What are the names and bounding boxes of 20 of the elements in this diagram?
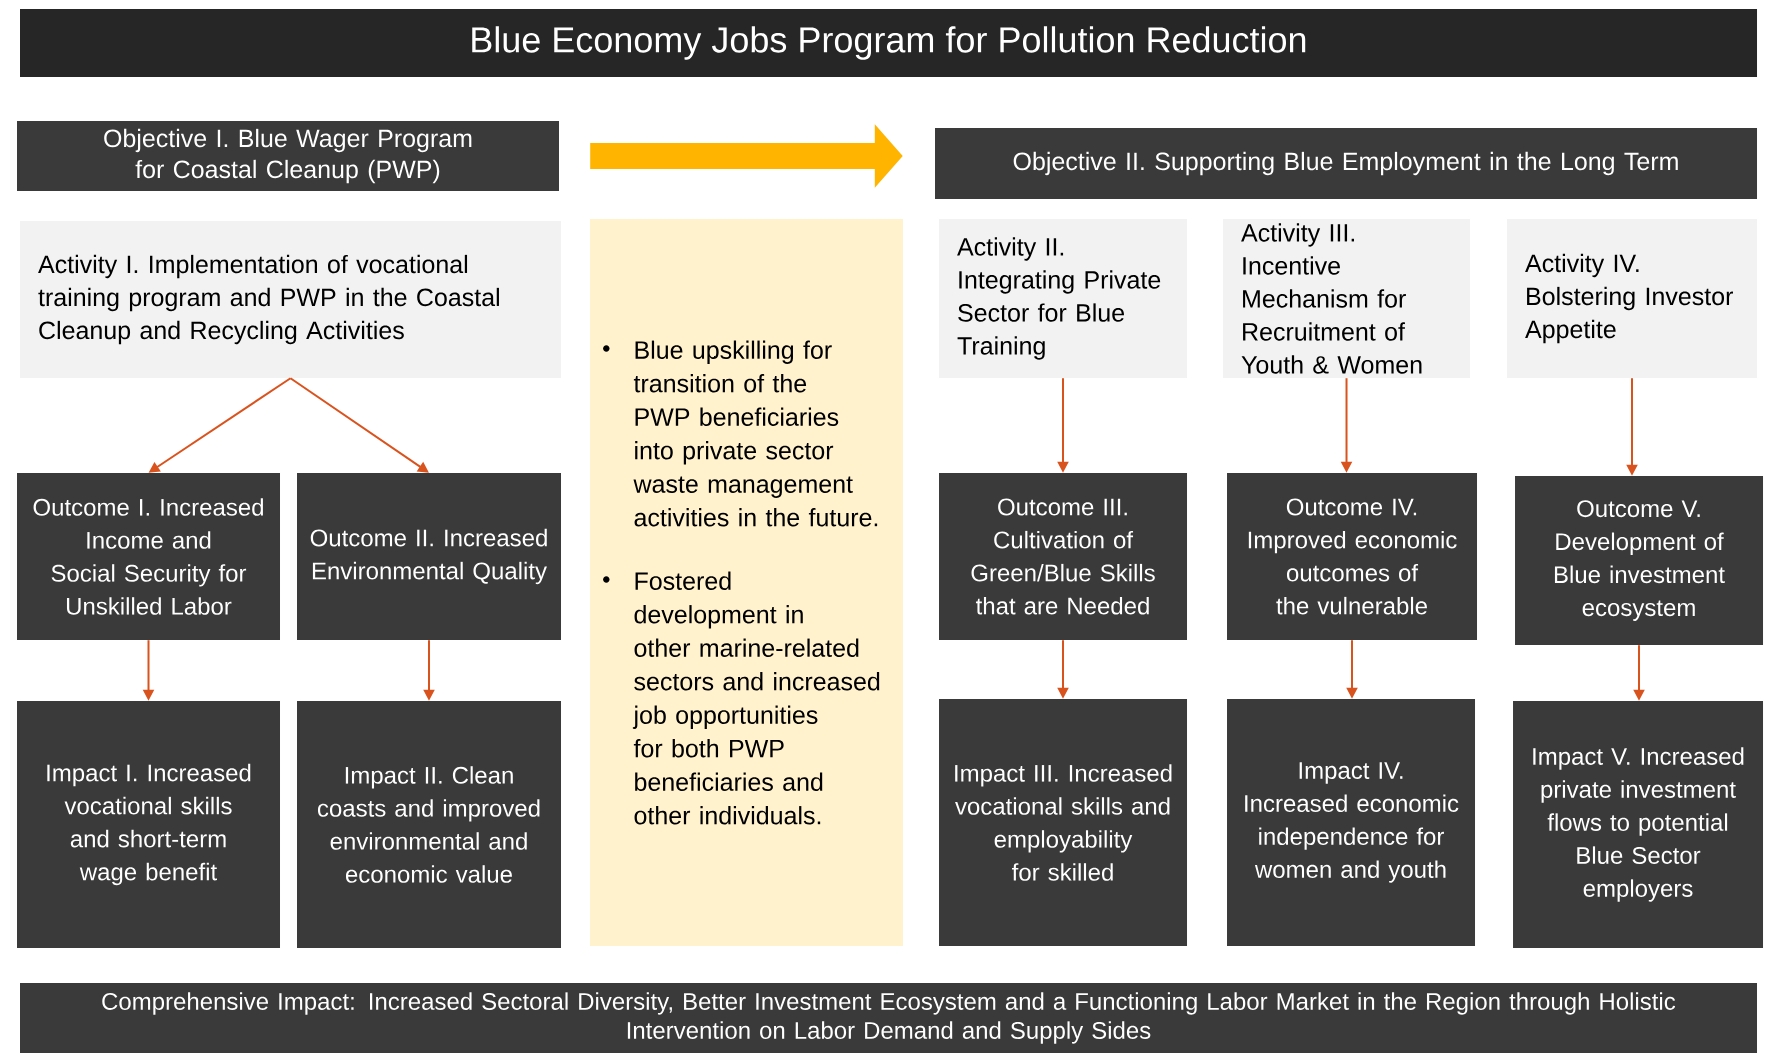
result-box: Impact I. Increased vocational skills and short-term wage benefit bbox=[17, 701, 280, 948]
objective-banner: Objective II. Supporting Blue Employment in the Long Term bbox=[935, 128, 1757, 199]
activity-box: Activity IV. Bolstering Investor Appetite bbox=[1507, 219, 1757, 378]
result-box: Outcome I. Increased Income and Social Security for Unskilled Labor bbox=[17, 473, 280, 640]
result-box: Outcome IV. Improved economic outcomes of the vulnerable bbox=[1227, 473, 1477, 640]
title-bar: Blue Economy Jobs Program for Pollution Reduction bbox=[20, 9, 1757, 77]
summary-panel: Blue upskilling for transition of the PWP beneficiaries into private sector waste management activities in the future. Fostered development in other marine-related sectors and increased job opportunities for both PWP beneficiaries and other individuals. bbox=[590, 219, 903, 946]
arrow bbox=[289, 377, 429, 473]
activity-box: Activity II. Integrating Private Sector for Blue Training bbox=[939, 219, 1187, 378]
result-box: Impact II. Clean coasts and improved environmental and economic value bbox=[297, 701, 561, 948]
result-box: Impact IV. Increased economic independence for women and youth bbox=[1227, 699, 1475, 946]
result-box: Outcome II. Increased Environmental Quality bbox=[297, 473, 561, 640]
result-box: Outcome V. Development of Blue investment ecosystem bbox=[1515, 476, 1763, 645]
impact-banner: Comprehensive Impact: Increased Sectoral Diversity, Better Investment Ecosystem and a Functioning Labor Market in the Region through Holistic Intervention on Labor Demand and Supply Sides bbox=[20, 983, 1757, 1053]
result-box: Impact V. Increased private investment flows to potential Blue Sector employers bbox=[1513, 701, 1763, 948]
objective-banner: Objective I. Blue Wager Program for Coastal Cleanup (PWP) bbox=[17, 121, 559, 191]
result-box: Outcome III. Cultivation of Green/Blue Skills that are Needed bbox=[939, 473, 1187, 640]
activity-box: Activity I. Implementation of vocational training program and PWP in the Coastal Cleanup and Recycling Activities bbox=[20, 221, 561, 378]
result-box: Impact III. Increased vocational skills and employability for skilled bbox=[939, 699, 1187, 946]
activity-box: Activity III. Incentive Mechanism for Recruitment of Youth & Women bbox=[1223, 219, 1470, 378]
